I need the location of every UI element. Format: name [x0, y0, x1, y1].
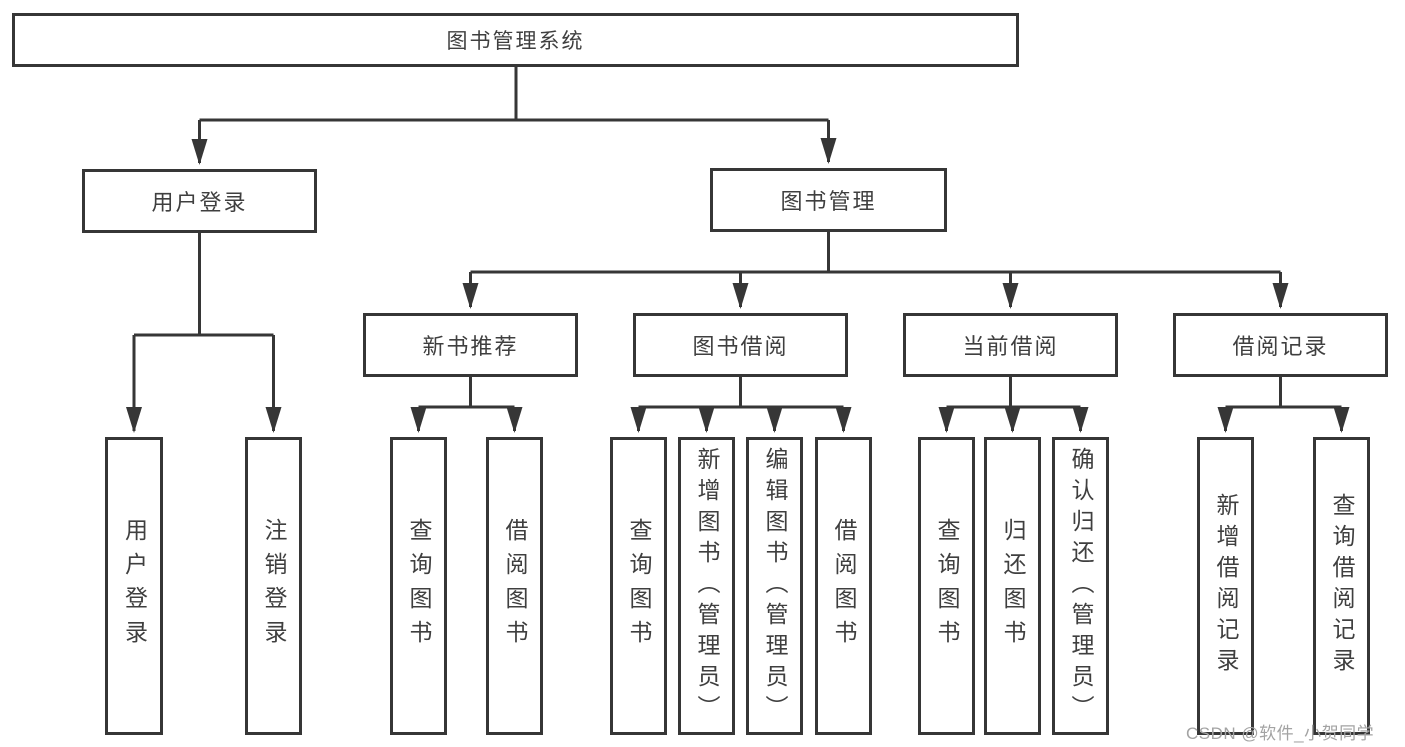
leaf-borrow-books: 借阅图书	[815, 437, 872, 735]
leaf-query-books-borrow: 查询图书	[610, 437, 667, 735]
leaf-add-books-admin: 新增图书（管理员）	[678, 437, 735, 735]
node-root-system: 图书管理系统	[12, 13, 1019, 67]
leaf-confirm-return-admin: 确认归还（管理员）	[1052, 437, 1109, 735]
node-user-login: 用户登录	[82, 169, 317, 233]
leaf-query-books-current: 查询图书	[918, 437, 975, 735]
csdn-watermark: CSDN @软件_小贺同学	[1186, 724, 1375, 743]
leaf-query-books-recommend: 查询图书	[390, 437, 447, 735]
node-book-management: 图书管理	[710, 168, 947, 232]
node-current-borrowing: 当前借阅	[903, 313, 1118, 377]
node-borrowing-records: 借阅记录	[1173, 313, 1388, 377]
leaf-query-borrow-record: 查询借阅记录	[1313, 437, 1370, 735]
leaf-edit-books-admin: 编辑图书（管理员）	[746, 437, 803, 735]
leaf-add-borrow-record: 新增借阅记录	[1197, 437, 1254, 735]
leaf-return-books: 归还图书	[984, 437, 1041, 735]
leaf-user-login: 用户登录	[105, 437, 163, 735]
leaf-logout: 注销登录	[245, 437, 302, 735]
node-book-borrowing: 图书借阅	[633, 313, 848, 377]
node-new-book-recommend: 新书推荐	[363, 313, 578, 377]
leaf-borrow-books-recommend: 借阅图书	[486, 437, 543, 735]
